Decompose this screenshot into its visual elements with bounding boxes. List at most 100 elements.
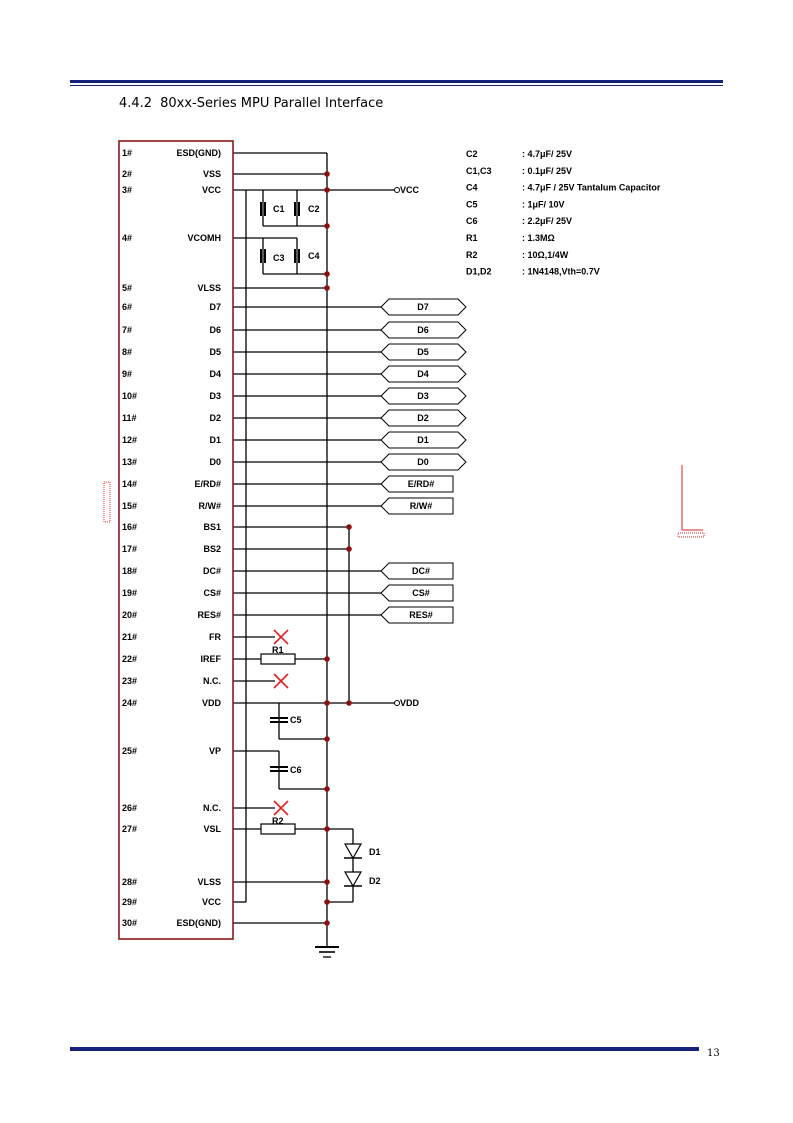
pin-number: 8# xyxy=(122,347,132,357)
pin-name: IREF xyxy=(200,654,221,664)
pin-name: VCC xyxy=(202,897,222,907)
d2-label: D2 xyxy=(369,876,381,886)
pin-name: D2 xyxy=(209,413,221,423)
component-ref: C5 xyxy=(466,199,478,209)
pin-number: 3# xyxy=(122,185,132,195)
c1-label: C1 xyxy=(273,204,285,214)
pin-name: VDD xyxy=(202,698,222,708)
junction-dot xyxy=(324,223,330,229)
junction-dot xyxy=(346,700,352,706)
pin-number: 17# xyxy=(122,544,137,554)
bus-signal-tag xyxy=(380,431,467,449)
r2-body xyxy=(260,823,296,835)
control-signal-label: CS# xyxy=(412,588,430,598)
bus-signal-label: D5 xyxy=(417,347,429,357)
pin-number: 23# xyxy=(122,676,137,686)
component-ref: C2 xyxy=(466,149,478,159)
pin-name: VP xyxy=(209,746,221,756)
r1-body xyxy=(260,653,296,665)
control-signal-tag xyxy=(380,475,454,493)
bus-signal-label: D2 xyxy=(417,413,429,423)
pin-name: RES# xyxy=(197,610,221,620)
pin-name: D4 xyxy=(209,369,221,379)
junction-dot xyxy=(324,171,330,177)
bus-signal-label: D7 xyxy=(417,302,429,312)
pin-name: N.C. xyxy=(203,803,221,813)
pin-name: N.C. xyxy=(203,676,221,686)
component-ref: D1,D2 xyxy=(466,267,492,277)
pin-name: BS1 xyxy=(203,522,221,532)
junction-dot xyxy=(324,271,330,277)
junction-dot xyxy=(346,524,352,530)
pin-number: 13# xyxy=(122,457,137,467)
pin-name: D1 xyxy=(209,435,221,445)
control-signal-label: DC# xyxy=(412,566,430,576)
pin-name: CS# xyxy=(203,588,221,598)
pin-name: FR xyxy=(209,632,221,642)
section-number: 4.4.2 xyxy=(119,96,153,111)
pin-number: 10# xyxy=(122,391,137,401)
page-number: 13 xyxy=(707,1048,720,1059)
pin-name: E/RD# xyxy=(194,479,221,489)
footer-rule xyxy=(70,1047,699,1051)
pin-number: 12# xyxy=(122,435,137,445)
component-ref: C6 xyxy=(466,216,478,226)
vcc-label: VCC xyxy=(400,185,420,195)
pin-number: 25# xyxy=(122,746,137,756)
bus-signal-tag xyxy=(380,365,467,383)
no-connect-mark xyxy=(273,673,289,689)
bus-signal-tag xyxy=(380,409,467,427)
component-value: : 10Ω,1/4W xyxy=(522,250,569,260)
pin-number: 15# xyxy=(122,501,137,511)
component-value: : 1.3MΩ xyxy=(522,233,555,243)
junction-dot xyxy=(324,656,330,662)
pin-name: VSS xyxy=(203,169,221,179)
component-value: : 4.7μF/ 25V xyxy=(522,149,572,159)
pin-number: 21# xyxy=(122,632,137,642)
pin-number: 16# xyxy=(122,522,137,532)
pin-number: 6# xyxy=(122,302,132,312)
pin-number: 24# xyxy=(122,698,137,708)
control-signal-tag xyxy=(380,562,454,580)
junction-dot xyxy=(324,879,330,885)
control-signal-tag xyxy=(380,497,454,515)
junction-dot xyxy=(324,187,330,193)
vdd-label: VDD xyxy=(400,698,420,708)
c4-label: C4 xyxy=(308,251,320,261)
component-ref: R1 xyxy=(466,233,478,243)
control-signal-tag xyxy=(380,584,454,602)
pin-name: VLSS xyxy=(197,283,221,293)
control-signal-tag xyxy=(380,606,454,624)
bus-signal-label: D1 xyxy=(417,435,429,445)
no-connect-mark xyxy=(273,800,289,816)
bus-signal-label: D3 xyxy=(417,391,429,401)
pin-name: D5 xyxy=(209,347,221,357)
bus-signal-label: D0 xyxy=(417,457,429,467)
junction-dot xyxy=(324,899,330,905)
pin-number: 26# xyxy=(122,803,137,813)
component-value: : 4.7μF / 25V Tantalum Capacitor xyxy=(522,183,661,193)
component-value: : 2.2μF/ 25V xyxy=(522,216,572,226)
pin-name: VSL xyxy=(203,824,221,834)
pin-number: 7# xyxy=(122,325,132,335)
pin-name: VCC xyxy=(202,185,222,195)
pin-number: 4# xyxy=(122,233,132,243)
pin-number: 22# xyxy=(122,654,137,664)
junction-dot xyxy=(324,285,330,291)
pin-name: VLSS xyxy=(197,877,221,887)
c5-label: C5 xyxy=(290,715,302,725)
bus-signal-label: D6 xyxy=(417,325,429,335)
component-value: : 0.1μF/ 25V xyxy=(522,166,572,176)
pin-number: 11# xyxy=(122,413,137,423)
pin-name: D0 xyxy=(209,457,221,467)
wires xyxy=(233,152,395,958)
pin-name: ESD(GND) xyxy=(177,918,222,928)
component-value: : 1N4148,Vth=0.7V xyxy=(522,267,600,277)
control-signal-label: R/W# xyxy=(410,501,433,511)
junction-dot xyxy=(324,700,330,706)
c6-label: C6 xyxy=(290,765,302,775)
pin-name: R/W# xyxy=(199,501,222,511)
bus-signal-tag xyxy=(380,321,467,339)
r1-label: R1 xyxy=(272,645,284,655)
d1-triangle xyxy=(343,843,363,860)
